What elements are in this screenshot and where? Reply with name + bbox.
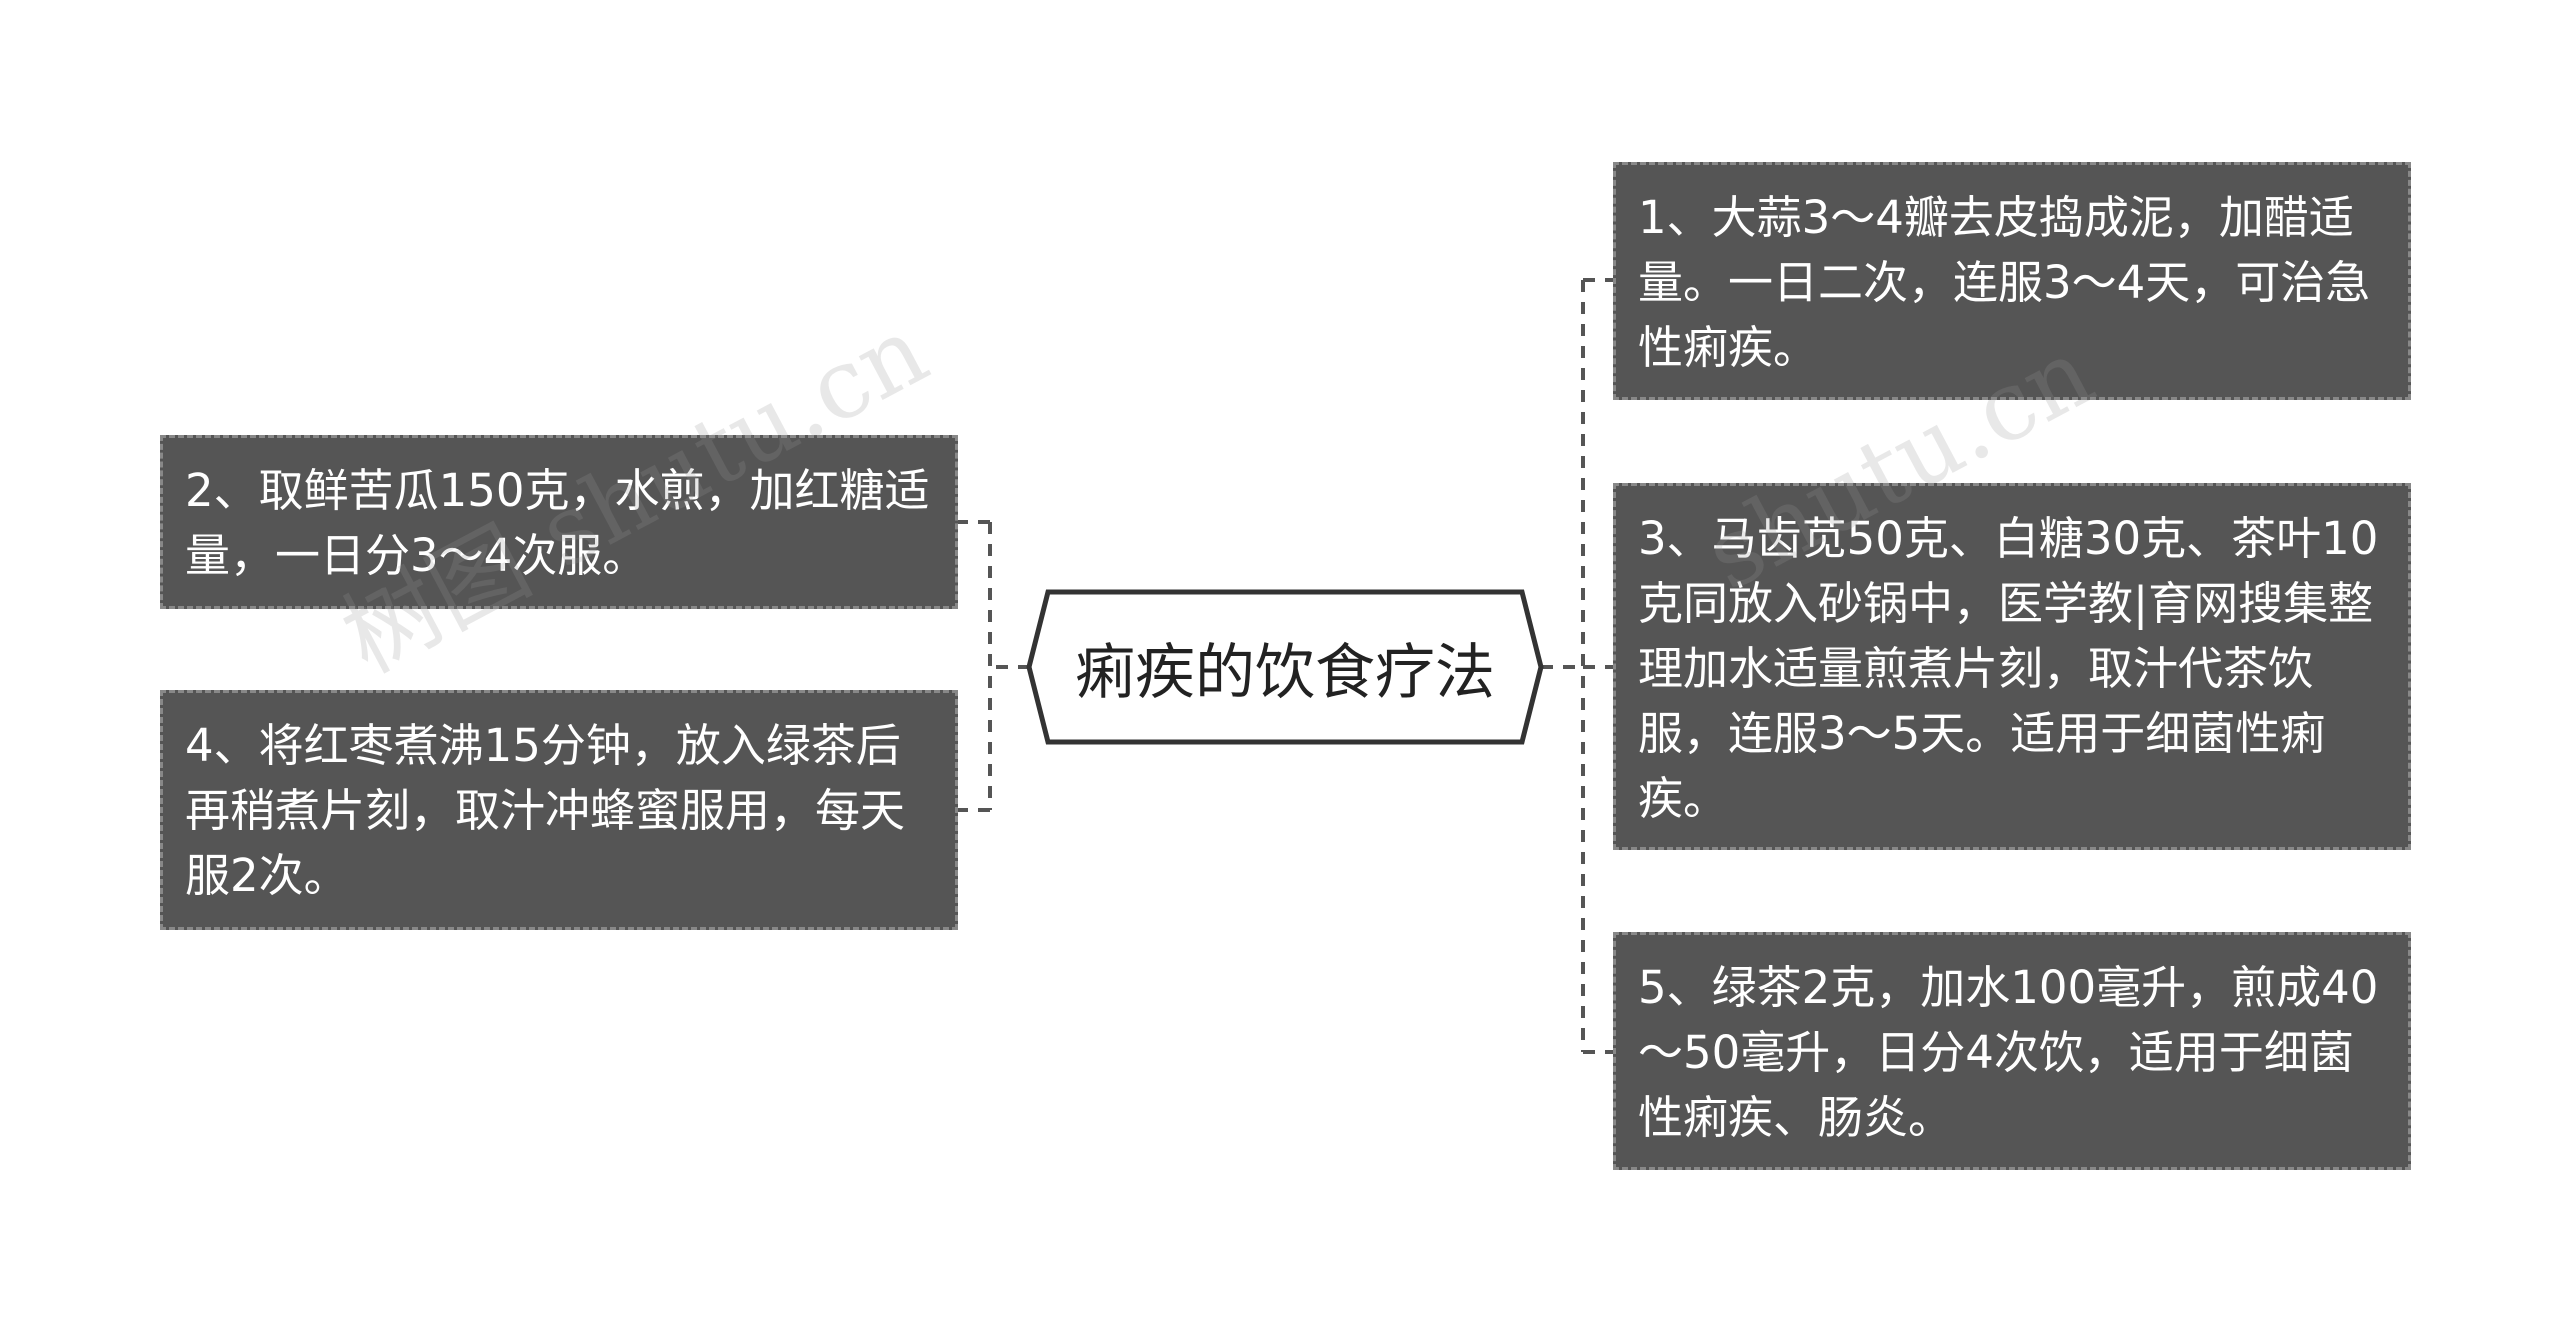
topic-node-4-text: 4、将红枣煮沸15分钟，放入绿茶后再稍煮片刻，取汁冲蜂蜜服用，每天服2次。	[185, 719, 906, 902]
topic-node-5[interactable]: 5、绿茶2克，加水100毫升，煎成40～50毫升，日分4次饮，适用于细菌性痢疾、…	[1613, 932, 2411, 1170]
topic-node-1[interactable]: 1、大蒜3～4瓣去皮捣成泥，加醋适量。一日二次，连服3～4天，可治急性痢疾。	[1613, 162, 2411, 400]
topic-node-2[interactable]: 2、取鲜苦瓜150克，水煎，加红糖适量，一日分3～4次服。	[160, 435, 958, 609]
topic-node-1-text: 1、大蒜3～4瓣去皮捣成泥，加醋适量。一日二次，连服3～4天，可治急性痢疾。	[1638, 191, 2371, 374]
topic-node-2-text: 2、取鲜苦瓜150克，水煎，加红糖适量，一日分3～4次服。	[185, 464, 930, 582]
topic-node-5-text: 5、绿茶2克，加水100毫升，煎成40～50毫升，日分4次饮，适用于细菌性痢疾、…	[1638, 961, 2379, 1144]
root-node-label[interactable]: 痢疾的饮食疗法	[1075, 637, 1495, 708]
topic-node-4[interactable]: 4、将红枣煮沸15分钟，放入绿茶后再稍煮片刻，取汁冲蜂蜜服用，每天服2次。	[160, 690, 958, 930]
topic-node-3[interactable]: 3、马齿苋50克、白糖30克、茶叶10克同放入砂锅中，医学教|育网搜集整理加水适…	[1613, 483, 2411, 850]
topic-node-3-text: 3、马齿苋50克、白糖30克、茶叶10克同放入砂锅中，医学教|育网搜集整理加水适…	[1638, 512, 2379, 825]
